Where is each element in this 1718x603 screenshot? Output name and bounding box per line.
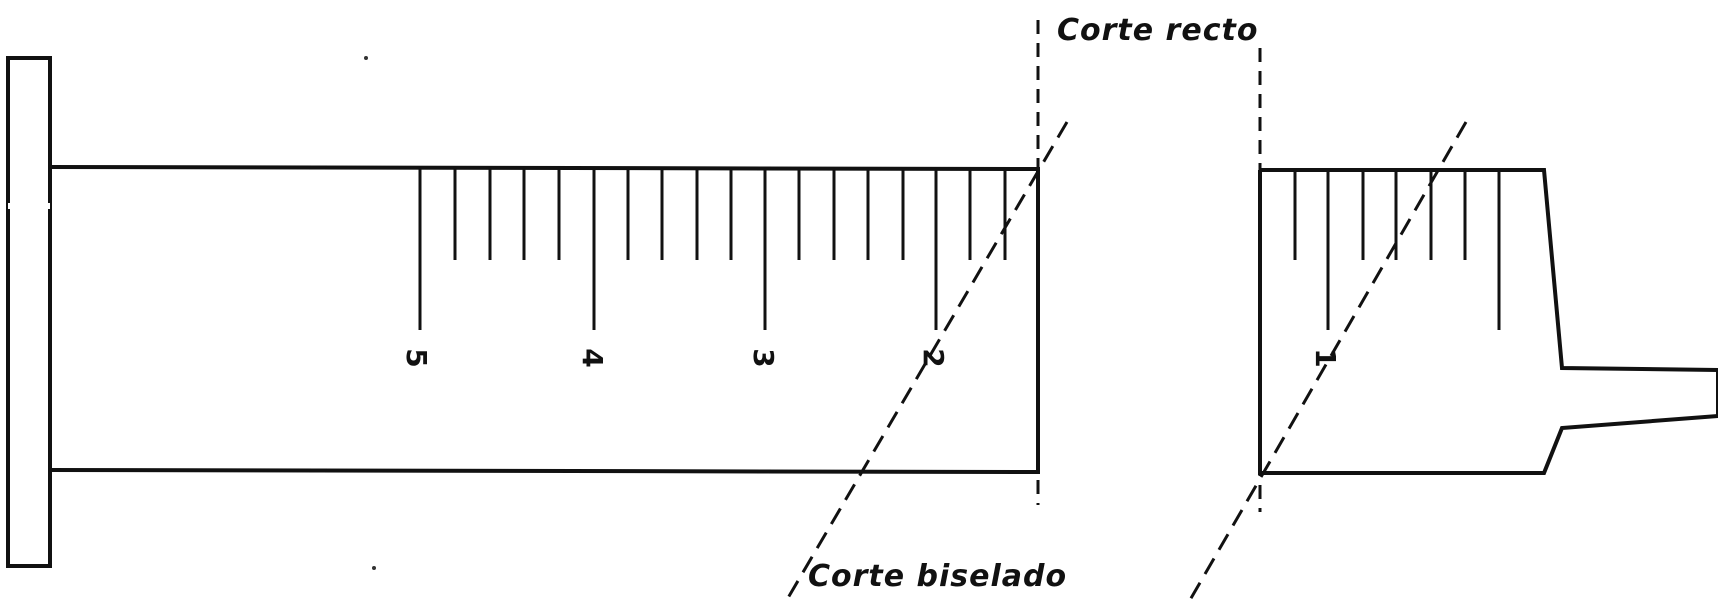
speck-bottom: [372, 566, 376, 570]
straight-cut-label: Corte recto: [1057, 13, 1258, 48]
graduation-ticks: [418, 169, 1501, 330]
barrel-right: [1260, 168, 1718, 372]
speck-top: [364, 56, 368, 60]
scale-number-5: 5: [400, 348, 433, 367]
plunger-flange: [6, 56, 52, 568]
bevel-cut-line-left: [783, 121, 1069, 603]
scale-number-3: 3: [747, 348, 780, 367]
scale-number-2: 2: [917, 348, 950, 367]
bevel-cut-label: Corte biselado: [808, 559, 1067, 594]
bevel-cut-line-right: [1188, 121, 1468, 601]
scale-number-4: 4: [576, 348, 609, 367]
